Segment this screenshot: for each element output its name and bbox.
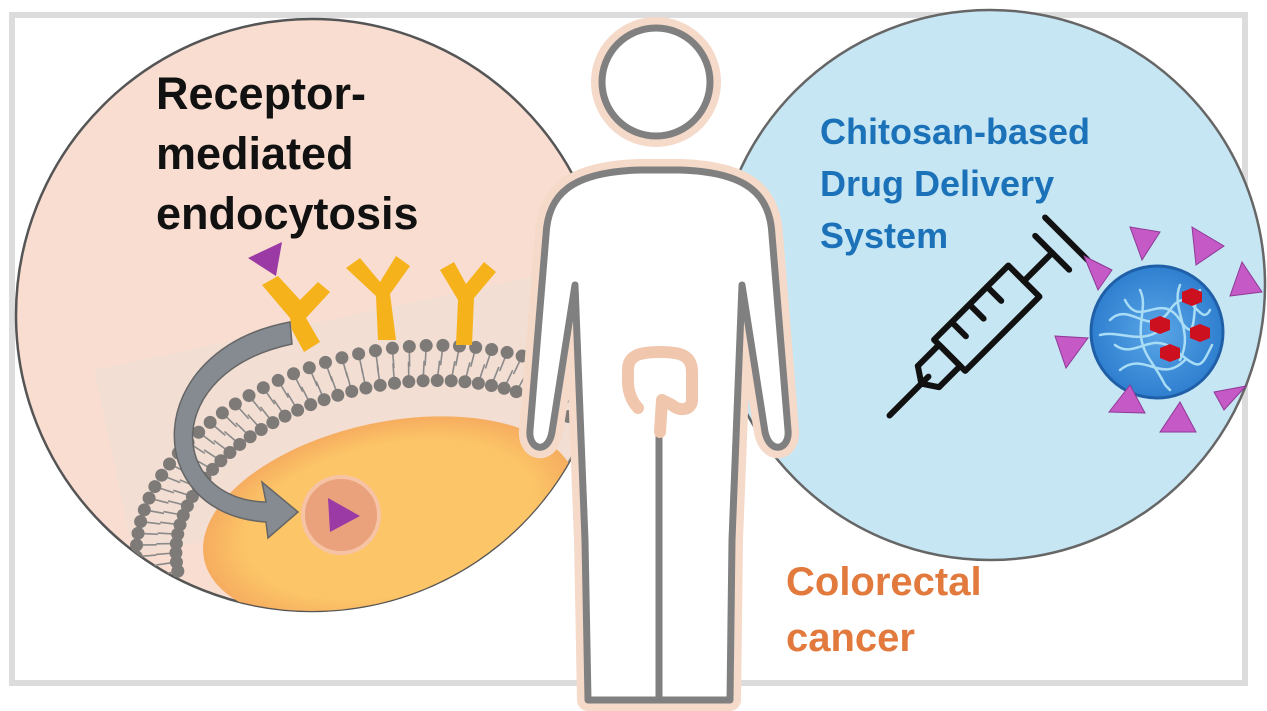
lipid-head <box>352 347 366 361</box>
lipid-head <box>500 345 514 359</box>
lipid-head <box>430 373 444 387</box>
lipid-head <box>497 381 511 395</box>
lipid-tail <box>138 574 159 581</box>
lipid-head <box>318 355 332 369</box>
lipid-head <box>148 480 162 494</box>
receptor-icon <box>262 276 330 352</box>
endocytosis-title: Receptor- mediated endocytosis <box>156 64 419 244</box>
lipid-head <box>266 416 280 430</box>
lipid-head <box>228 397 242 411</box>
lipid-head <box>368 344 382 358</box>
lipid-head <box>359 381 373 395</box>
lipid-head <box>169 546 183 560</box>
ligand-icon <box>1083 254 1113 292</box>
human-body-figure <box>518 17 800 711</box>
lipid-head <box>214 454 228 468</box>
lipid-head <box>163 457 177 471</box>
drug-icon <box>1182 288 1202 306</box>
lipid-head <box>223 445 237 459</box>
lipid-head <box>302 361 316 375</box>
lipid-head <box>402 339 416 353</box>
lipid-head <box>254 422 268 436</box>
lipid-head <box>416 374 430 388</box>
lipid-head <box>192 425 206 439</box>
lipid-head <box>436 338 450 352</box>
drug-delivery-title: Chitosan-based Drug Delivery System <box>820 106 1090 262</box>
lipid-head <box>373 378 387 392</box>
title-line: System <box>820 215 949 256</box>
receptor-icon <box>440 262 496 345</box>
ligand-icon <box>1129 226 1161 262</box>
lipid-head <box>387 376 401 390</box>
lipid-head <box>345 384 359 398</box>
ligand-icon <box>1191 226 1225 266</box>
ligand-icon <box>1213 385 1248 411</box>
lipid-head <box>419 339 433 353</box>
ligand-icon <box>248 242 282 276</box>
lipid-head <box>287 367 301 381</box>
lipid-head <box>278 409 292 423</box>
lipid-head <box>233 437 247 451</box>
lipid-head <box>471 376 485 390</box>
lipid-head <box>169 555 183 569</box>
lipid-head <box>134 515 148 529</box>
right-panel-circle <box>713 8 1267 562</box>
lipid-head <box>331 388 345 402</box>
lipid-head <box>291 403 305 417</box>
lipid-head <box>458 375 472 389</box>
lipid-head <box>215 406 229 420</box>
lipid-head <box>131 526 145 540</box>
title-line: Drug Delivery <box>820 163 1055 204</box>
ligand-icon <box>328 498 360 532</box>
lipid-head <box>271 373 285 387</box>
title-line: Chitosan-based <box>820 111 1091 152</box>
lipid-head <box>484 378 498 392</box>
lipid-head <box>402 375 416 389</box>
lipid-head <box>256 381 270 395</box>
title-line: endocytosis <box>156 188 419 239</box>
left-panel-circle <box>14 17 610 613</box>
lipid-head <box>317 393 331 407</box>
drug-icon <box>1190 324 1210 342</box>
drug-icon <box>1150 316 1170 334</box>
ligand-icon <box>1229 260 1263 297</box>
head <box>598 24 714 140</box>
label-line: Colorectal <box>786 560 982 604</box>
endocytosis-arrow-icon <box>173 321 300 540</box>
ligand-icon <box>1054 335 1089 370</box>
lipid-head <box>304 398 318 412</box>
receptor-icon <box>346 256 410 340</box>
lipid-head <box>385 341 399 355</box>
lipid-head <box>185 490 199 504</box>
label-line: cancer <box>786 616 915 660</box>
colon-icon <box>621 346 698 438</box>
lipid-head <box>444 374 458 388</box>
title-line: mediated <box>156 128 354 179</box>
colorectal-cancer-label: Colorectal cancer <box>786 554 982 666</box>
lipid-head <box>137 503 151 517</box>
ligand-icon <box>1159 401 1197 433</box>
lipid-head <box>142 491 156 505</box>
ligand-icon <box>1107 384 1146 414</box>
lipid-head <box>132 572 146 586</box>
lipid-head <box>130 538 144 552</box>
lipid-head <box>206 462 220 476</box>
lipid-head <box>242 389 256 403</box>
lipid-head <box>335 351 349 365</box>
lipid-head <box>509 385 523 399</box>
syringe-icon <box>886 214 1091 419</box>
drug-icon <box>1160 344 1180 362</box>
title-line: Receptor- <box>156 68 367 119</box>
lipid-head <box>155 468 169 482</box>
lipid-head <box>130 561 144 575</box>
lipid-head <box>485 343 499 357</box>
lipid-head <box>203 415 217 429</box>
lipid-head <box>243 430 257 444</box>
lipid-head <box>469 340 483 354</box>
nanoparticle-icon <box>1089 264 1225 400</box>
